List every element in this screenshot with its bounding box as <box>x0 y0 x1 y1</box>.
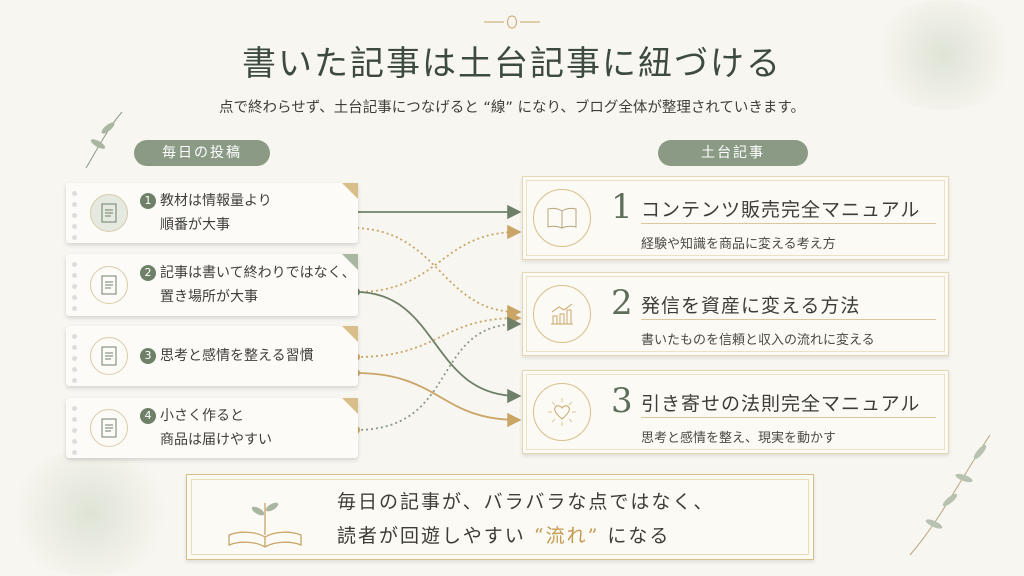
leaf-branch-icon <box>909 434 991 556</box>
banner-highlight: “流れ” <box>533 525 600 547</box>
page-subtitle: 点で終わらせず、土台記事につなげると “線” になり、ブログ全体が整理されていき… <box>219 100 805 116</box>
connector-2-to-1 <box>355 224 522 293</box>
foundation-subtitle: 書いたものを信頼と収入の流れに変える <box>641 333 875 348</box>
foundation-card-1[interactable]: 1 コンテンツ販売完全マニュアル 経験や知識を商品に変える考え方 <box>522 176 949 260</box>
connector-4-to-2 <box>355 316 522 431</box>
post-title: 教材は情報量より <box>160 193 272 209</box>
connector-3-to-3 <box>355 372 522 428</box>
document-icon <box>90 337 128 375</box>
document-icon <box>90 266 128 304</box>
watercolor-decoration <box>0 450 180 576</box>
foundation-card-3[interactable]: 3 引き寄せの法則完全マニュアル 思考と感情を整え、現実を動かす <box>522 370 949 454</box>
page-title: 書いた記事は土台記事に紐づける <box>242 44 782 84</box>
document-icon <box>90 194 128 232</box>
post-title: 小さく作ると <box>160 408 244 424</box>
daily-posts-label: 毎日の投稿 <box>134 140 270 166</box>
foundation-subtitle: 思考と感情を整え、現実を動かす <box>641 431 837 446</box>
connector-3-to-2 <box>355 310 522 358</box>
foundation-title: 発信を資産に変える方法 <box>641 295 861 317</box>
growth-chart-icon <box>533 285 591 343</box>
glowing-heart-icon <box>533 383 591 441</box>
foundation-articles-label: 土台記事 <box>658 140 808 166</box>
foundation-title: コンテンツ販売完全マニュアル <box>641 199 921 221</box>
post-title: 記事は書いて終わりではなく、 <box>160 265 356 281</box>
foundation-title: 引き寄せの法則完全マニュアル <box>641 393 921 415</box>
connector-1-to-2 <box>351 227 522 320</box>
summary-banner: 毎日の記事が、バラバラな点ではなく、読者が回遊しやすい “流れ” になる <box>186 474 814 560</box>
book-sprout-icon <box>228 502 302 548</box>
open-book-icon <box>533 189 591 247</box>
ornament-icon <box>484 15 540 29</box>
post-title: 思考と感情を整える習慣 <box>160 348 314 364</box>
leaf-sprig-icon <box>85 111 123 169</box>
banner-line-1: 毎日の記事が、バラバラな点ではなく、 <box>337 491 715 513</box>
document-icon <box>90 409 128 447</box>
watercolor-decoration <box>864 0 1024 110</box>
foundation-subtitle: 経験や知識を商品に変える考え方 <box>641 237 836 252</box>
foundation-card-2[interactable]: 2 発信を資産に変える方法 書いたものを信頼と収入の流れに変える <box>522 272 949 356</box>
connector-2-to-3 <box>355 291 522 404</box>
